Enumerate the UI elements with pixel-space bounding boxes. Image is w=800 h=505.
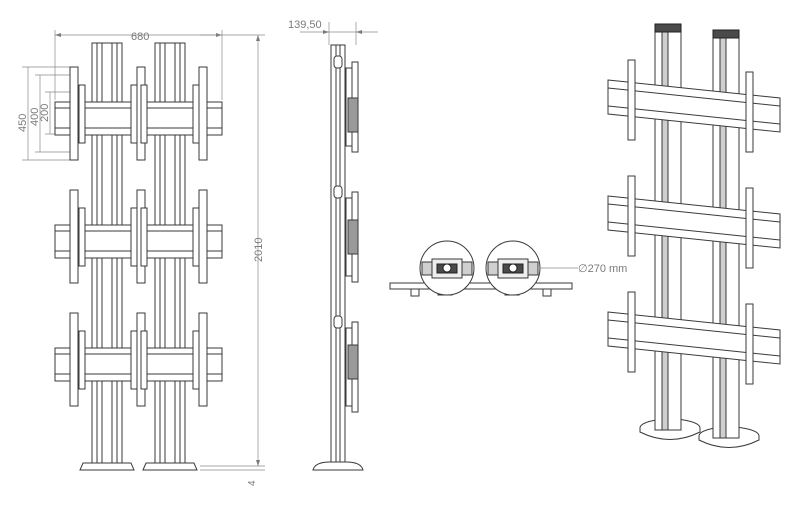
- dimension-depth: 139,50: [288, 19, 378, 45]
- top-view: ∅270 mm: [389, 240, 627, 297]
- front-vesa-brackets: [69, 66, 208, 407]
- bracket-row-3: [69, 312, 208, 407]
- dim-label-200: 200: [39, 104, 51, 122]
- bracket-row-2: [69, 189, 208, 284]
- perspective-crossbar-1: [607, 59, 781, 153]
- perspective-crossbar-2: [607, 175, 781, 269]
- dim-label-400: 400: [29, 108, 41, 126]
- dim-label-width: 680: [131, 31, 149, 43]
- side-column: [312, 44, 364, 471]
- front-feet: [79, 462, 198, 471]
- dim-label-4: 4: [247, 480, 258, 486]
- dim-label-2010: 2010: [253, 238, 265, 262]
- front-view: 680 450 400 200 2010 4: [17, 30, 265, 486]
- dimension-total-height: 2010 4: [200, 34, 265, 486]
- perspective-crossbars: [607, 59, 781, 385]
- dim-label-depth: 139,50: [288, 19, 322, 31]
- side-view: 139,50: [288, 19, 378, 471]
- top-base-left: [419, 240, 475, 296]
- side-mount-1: [345, 61, 359, 153]
- dim-label-450: 450: [17, 114, 29, 132]
- bracket-row-1: [69, 66, 208, 161]
- perspective-view: [607, 23, 781, 448]
- side-mounts: [345, 61, 359, 413]
- side-mount-2: [345, 191, 359, 283]
- side-mount-3: [345, 321, 359, 413]
- top-base-right: [485, 240, 541, 296]
- dim-label-diameter: ∅270 mm: [578, 263, 627, 275]
- perspective-crossbar-3: [607, 291, 781, 385]
- dimension-width-680: 680: [54, 30, 223, 100]
